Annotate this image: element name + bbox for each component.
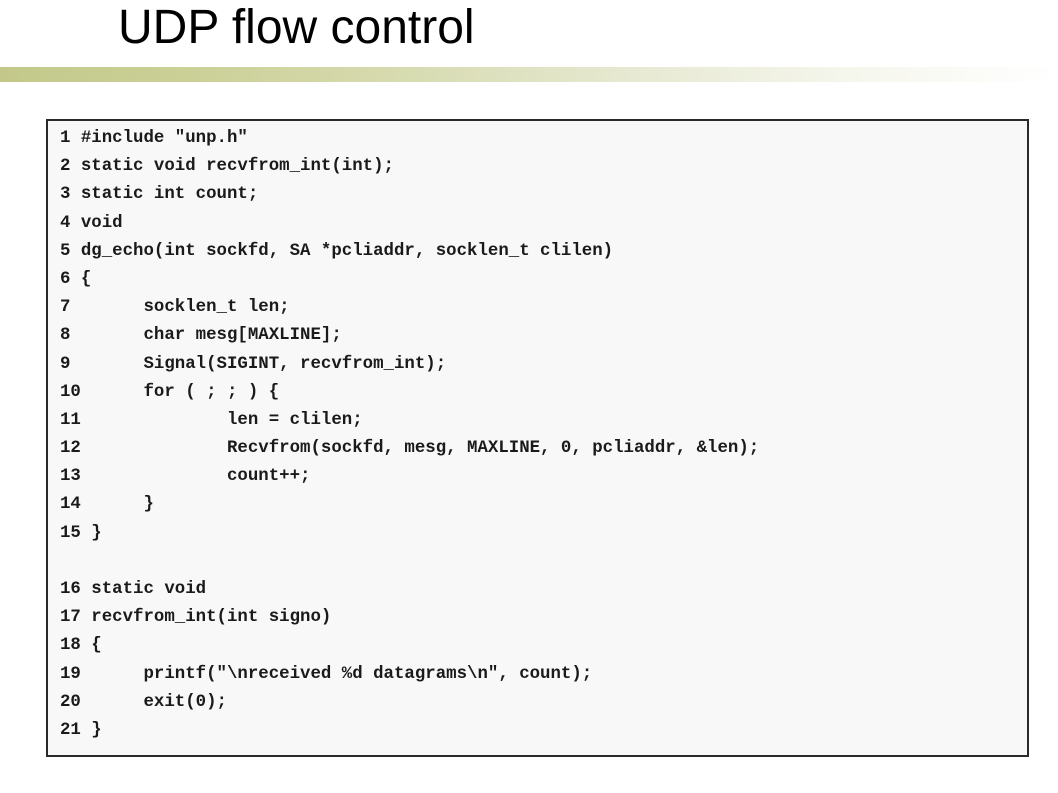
code-line: 2 static void recvfrom_int(int); — [60, 157, 394, 177]
code-line: 3 static int count; — [60, 185, 259, 205]
code-line: 16 static void — [60, 580, 207, 599]
code-line: 13 count++; — [60, 467, 311, 487]
code-line: 1 #include "unp.h" — [60, 129, 248, 148]
code-line: 8 char mesg[MAXLINE]; — [60, 326, 342, 346]
code-line: 15 } — [60, 523, 102, 543]
code-line: 5 dg_echo(int sockfd, SA *pcliaddr, sock… — [60, 241, 614, 261]
code-line: 12 Recvfrom(sockfd, mesg, MAXLINE, 0, pc… — [60, 439, 760, 459]
code-line: 4 void — [60, 213, 123, 233]
code-line: 14 } — [60, 495, 154, 515]
code-line: 9 Signal(SIGINT, recvfrom_int); — [60, 354, 447, 374]
code-line: 10 for ( ; ; ) { — [60, 382, 280, 402]
code-line: 11 len = clilen; — [60, 410, 363, 430]
title-underline-bar — [0, 67, 1058, 82]
code-line: 19 printf("\nreceived %d datagrams\n", c… — [60, 664, 593, 684]
code-line: 17 recvfrom_int(int signo) — [60, 608, 332, 628]
code-line: 7 socklen_t len; — [60, 298, 290, 318]
code-listing-box: 1 #include "unp.h" 2 static void recvfro… — [46, 119, 1029, 757]
slide-title: UDP flow control — [118, 1, 475, 54]
code-line: 21 } — [60, 720, 102, 740]
code-line: 20 exit(0); — [60, 692, 227, 712]
code-lines: 1 #include "unp.h" 2 static void recvfro… — [60, 125, 759, 745]
code-line: 18 { — [60, 636, 102, 656]
blank-line — [60, 548, 759, 576]
code-line: 6 { — [60, 269, 92, 289]
